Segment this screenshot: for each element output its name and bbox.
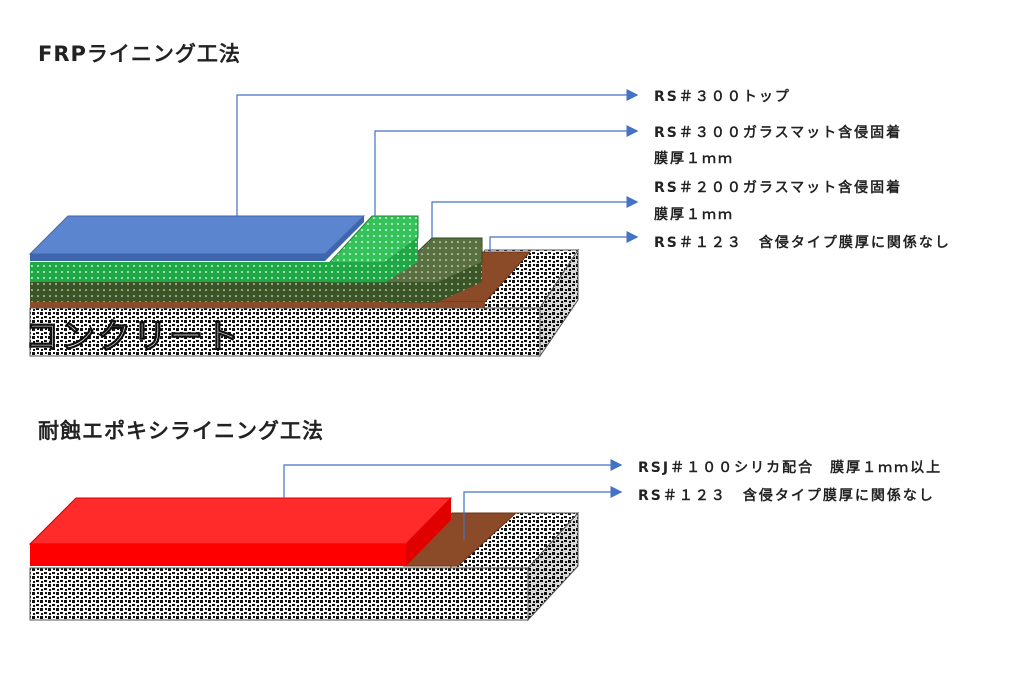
arrow-top [236, 89, 639, 216]
label-top: RS＃３００トップ [654, 89, 791, 105]
label-epoxy-top: RSJ＃１００シリカ配合 膜厚１ｍｍ以上 [638, 460, 943, 476]
label-primer: RS＃１２３ 含侵タイプ膜厚に関係なし [654, 235, 951, 251]
arrow-epoxy-primer [463, 486, 623, 540]
frp-arrows [236, 89, 639, 253]
frp-glass300-layer [30, 215, 419, 283]
epoxy-top-layer [28, 497, 453, 566]
label-glass200: RS＃２００ガラスマット含侵固着 [654, 180, 903, 196]
frp-top-layer [28, 215, 366, 261]
label-glass300-thickness: 膜厚１ｍｍ [654, 151, 734, 167]
epoxy-title: 耐蝕エポキシライニング工法 [38, 419, 324, 443]
arrow-epoxy-top [283, 459, 623, 498]
arrow-glass200 [431, 196, 639, 238]
frp-title: FRPライニング工法 [38, 42, 241, 66]
label-glass200-thickness: 膜厚１ｍｍ [654, 207, 734, 223]
epoxy-concrete-block [29, 511, 580, 622]
arrow-primer [489, 231, 639, 253]
epoxy-arrows [283, 459, 623, 540]
concrete-label: コンクリート [25, 317, 241, 357]
label-glass300: RS＃３００ガラスマット含侵固着 [654, 125, 903, 141]
frp-glass200-layer [30, 237, 483, 303]
arrow-glass300 [374, 125, 639, 216]
label-epoxy-primer: RS＃１２３ 含侵タイプ膜厚に関係なし [638, 488, 935, 504]
frp-concrete-block [29, 248, 579, 358]
